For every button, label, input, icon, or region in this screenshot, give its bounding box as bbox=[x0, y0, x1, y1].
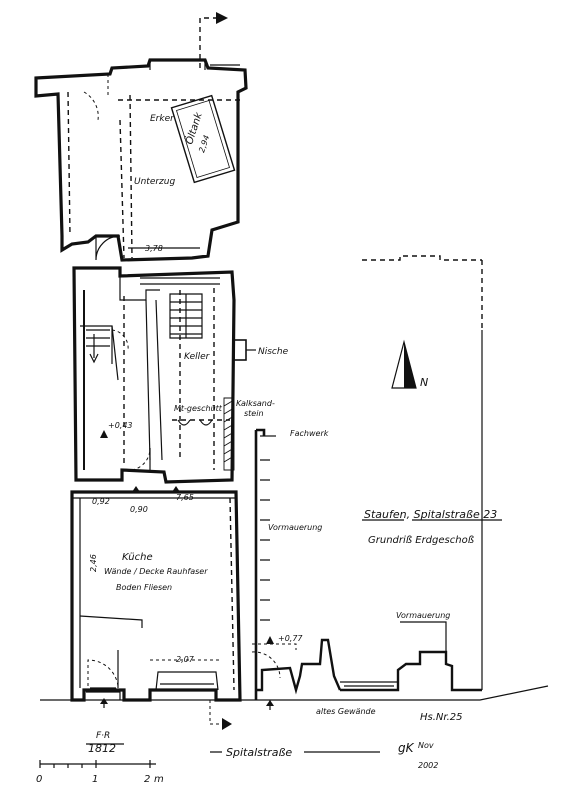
right-facade bbox=[256, 638, 482, 695]
signature-year: 2002 bbox=[418, 761, 438, 770]
house-number: Hs.Nr.25 bbox=[420, 712, 463, 723]
section-arrow-bottom-head bbox=[222, 718, 232, 730]
stair-left bbox=[80, 325, 129, 381]
nische-box bbox=[233, 339, 256, 361]
fr-label: F·R bbox=[96, 731, 110, 741]
kitchen-height-dim: 2,46 bbox=[89, 554, 98, 572]
signature-month: Nov bbox=[418, 741, 434, 750]
scale-unit: m bbox=[154, 774, 164, 785]
kitchen-arrow-2 bbox=[172, 486, 180, 492]
old-walls-label: altes Gewände bbox=[316, 707, 376, 716]
kitchen-window bbox=[155, 671, 219, 691]
step-line bbox=[252, 643, 297, 650]
level-1-dim: +0,43 bbox=[108, 421, 133, 430]
kitchen-door-sill bbox=[86, 687, 121, 700]
section-arrow-bottom bbox=[209, 700, 226, 725]
door-courtyard bbox=[251, 651, 281, 679]
scale-tick-1: 1 bbox=[92, 774, 98, 785]
north-arrow bbox=[391, 339, 417, 389]
middle-walls bbox=[72, 266, 236, 484]
level-1-marker bbox=[100, 430, 108, 438]
fachwerk-label: Fachwerk bbox=[290, 429, 329, 438]
scale-tick-0: 0 bbox=[36, 774, 42, 785]
title-line-2: Grundriß Erdgeschoß bbox=[368, 535, 474, 546]
kueche-walls: Wände / Decke Rauhfaser bbox=[104, 567, 208, 576]
dim-090: 0,90 bbox=[130, 505, 148, 514]
dim-092: 0,92 bbox=[92, 497, 110, 506]
vormauerung-label-2: Vormauerung bbox=[396, 611, 450, 620]
fr-year: 1812 bbox=[88, 742, 116, 755]
unterzug-label: Unterzug bbox=[134, 177, 175, 187]
fill-marks bbox=[177, 419, 213, 426]
signature-initials: gK bbox=[398, 741, 415, 755]
dim-765: 7,65 bbox=[176, 493, 194, 502]
kalksandstein-label-2: stein bbox=[244, 409, 264, 418]
courtyard-outline bbox=[362, 255, 483, 690]
fachwerk-wall bbox=[254, 428, 276, 700]
kitchen-door-arrow bbox=[132, 486, 140, 492]
street-front-line bbox=[40, 685, 549, 701]
oltank-box bbox=[170, 94, 236, 184]
level-2-dim: +0,77 bbox=[278, 634, 303, 643]
mitgeschiott-label: Mt-geschütt bbox=[174, 404, 223, 413]
vormauerung-leader bbox=[400, 621, 447, 664]
scale-bar bbox=[39, 760, 156, 768]
section-arrow-top bbox=[199, 12, 228, 68]
nische-label: Nische bbox=[258, 347, 289, 357]
scale-tick-2: 2 bbox=[144, 774, 150, 785]
tank-width-dim: 2,94 bbox=[197, 134, 211, 154]
keller-label: Keller bbox=[184, 352, 211, 362]
kueche-label: Küche bbox=[122, 552, 153, 563]
vormauerung-label-1: Vormauerung bbox=[268, 523, 322, 532]
kitchen-walls bbox=[70, 490, 242, 702]
kalksandstein-wall bbox=[223, 397, 235, 471]
title-line-1: Staufen, Spitalstraße 23 bbox=[364, 508, 497, 521]
kalksandstein-label-1: Kalksand- bbox=[236, 399, 275, 408]
fr-marker bbox=[100, 698, 108, 704]
kitchen-bottom-dim: 2,07 bbox=[176, 655, 195, 664]
street-name: Spitalstraße bbox=[226, 746, 292, 759]
door-upper-left bbox=[95, 235, 121, 261]
level-2-marker bbox=[266, 636, 274, 644]
upper-room-walls bbox=[34, 58, 248, 262]
stair-keller bbox=[169, 293, 203, 339]
kueche-floor: Boden Fliesen bbox=[116, 583, 172, 592]
north-label: N bbox=[420, 376, 428, 389]
door-middle bbox=[131, 447, 151, 471]
courtyard-entry-marker bbox=[266, 700, 274, 706]
erker-label: Erker bbox=[150, 114, 175, 124]
